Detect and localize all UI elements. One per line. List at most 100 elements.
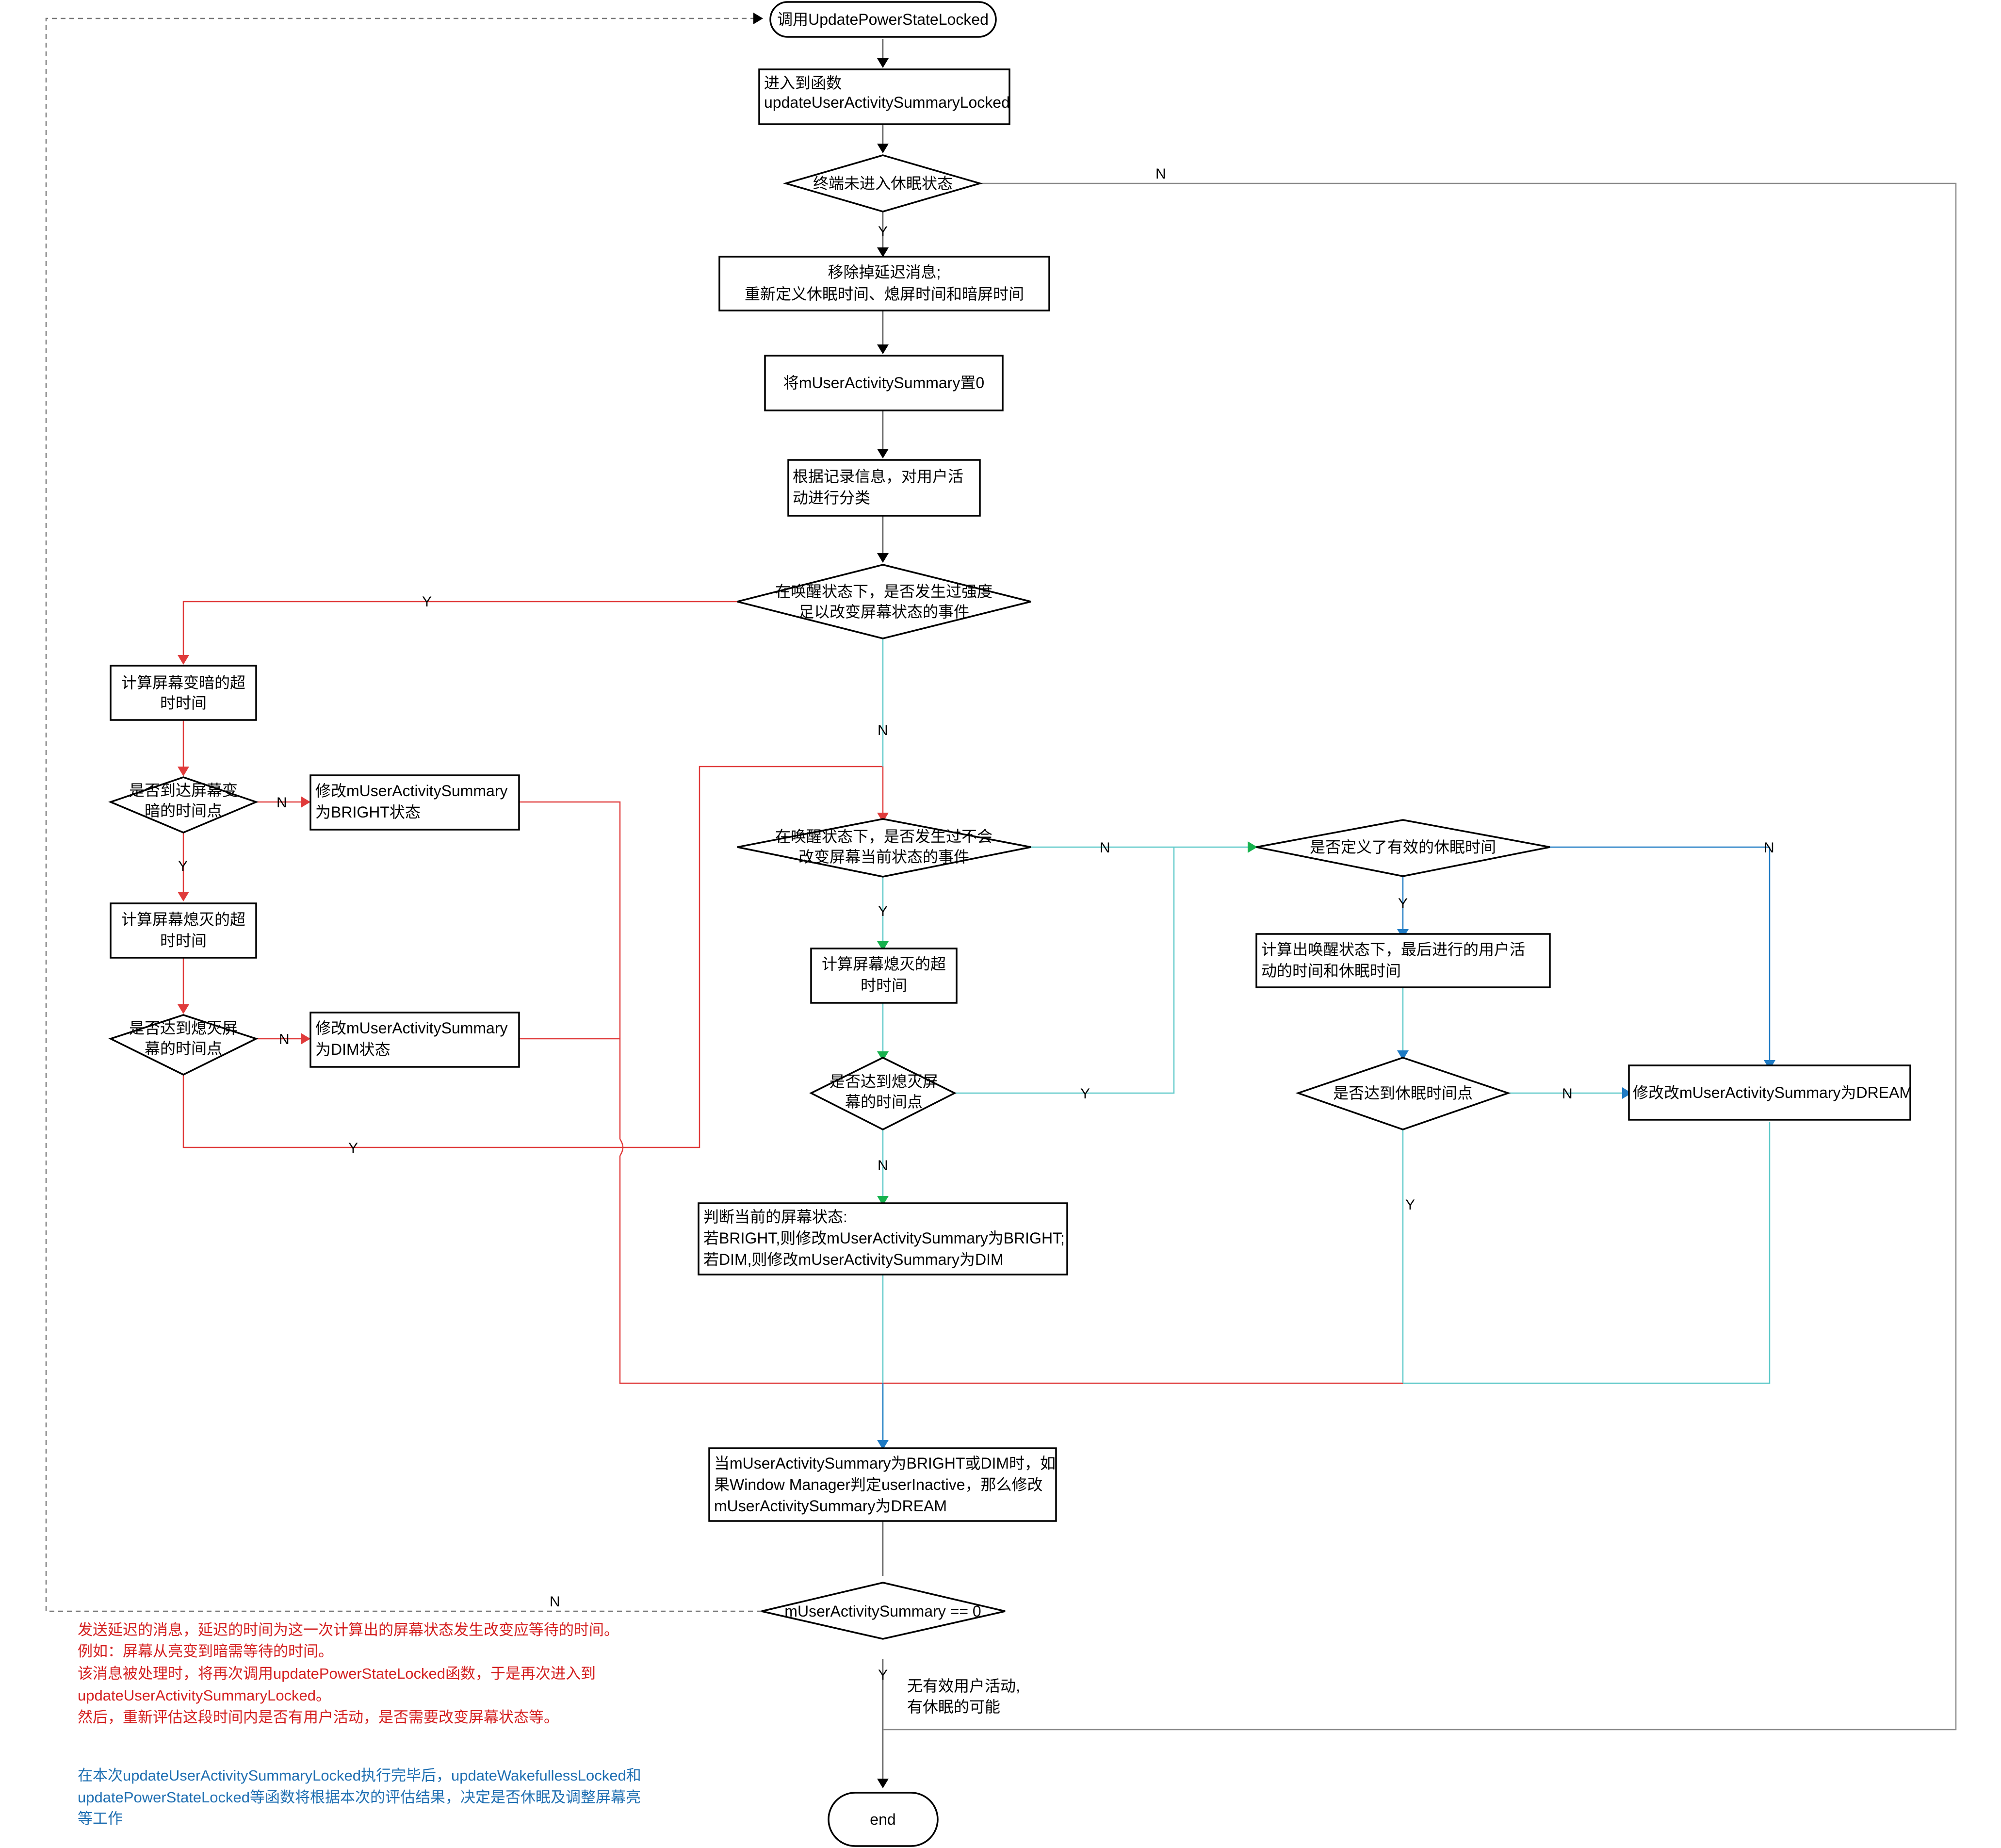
not-asleep-label: 终端未进入休眠状态 (813, 175, 953, 192)
calc-off-left-line-1: 计算屏幕熄灭的超 (121, 911, 245, 928)
blue-note-line-1: 在本次updateUserActivitySummaryLocked执行完毕后，… (78, 1767, 641, 1784)
reach-off-left-decision: 是否达到熄灭屏 幕的时间点 (108, 1014, 259, 1076)
wm-inactive-node: 当mUserActivitySummary为BRIGHT或DIM时，如 果Win… (708, 1447, 1057, 1522)
start-node-label: 调用UpdatePowerStateLocked (777, 11, 989, 28)
calc-last-activity-line-1: 计算出唤醒状态下，最后进行的用户活 (1261, 941, 1525, 958)
set-zero-node: 将mUserActivitySummary置0 (764, 355, 1004, 411)
blue-note-line-3: 等工作 (78, 1810, 123, 1827)
calc-last-activity-line-2: 动的时间和休眠时间 (1261, 962, 1401, 980)
red-note-line-2: 例如：屏幕从亮变到暗需等待的时间。 (78, 1643, 333, 1660)
calc-dim-timeout-node: 计算屏幕变暗的超 时时间 (110, 665, 257, 721)
calc-off-mid-line-2: 时时间 (861, 977, 907, 994)
reach-off-mid-decision: 是否达到熄灭屏 幕的时间点 (809, 1057, 957, 1130)
label-reach-off-left-y: Y (348, 1140, 358, 1156)
label-reach-dim-y: Y (178, 858, 188, 874)
set-dream-label: 修改改mUserActivitySummary为DREAM (1633, 1084, 1912, 1101)
blue-branch-lines (882, 846, 1771, 1445)
no-activity-note: 无有效用户活动, 有休眠的可能 (907, 1677, 1020, 1716)
set-dim-node: 修改mUserActivitySummary 为DIM状态 (309, 1012, 520, 1068)
end-node-label: end (870, 1811, 895, 1828)
red-note: 发送延迟的消息，延迟的时间为这一次计算出的屏幕状态发生改变应等待的时间。 例如：… (78, 1621, 619, 1726)
calc-off-timeout-mid-node: 计算屏幕熄灭的超 时时间 (810, 948, 958, 1004)
set-zero-label: 将mUserActivitySummary置0 (783, 374, 984, 392)
reach-off-left-line-2: 幕的时间点 (145, 1040, 222, 1057)
set-bright-line-2: 为BRIGHT状态 (315, 803, 421, 821)
calc-dim-line-1: 计算屏幕变暗的超 (121, 674, 245, 691)
weak-event-decision: 在唤醒状态下，是否发生过不会 改变屏幕当前状态的事件 (737, 818, 1031, 878)
no-activity-line-2: 有休眠的可能 (907, 1698, 1000, 1716)
reach-dim-decision: 是否到达屏幕变 暗的时间点 (108, 776, 259, 834)
classify-line-1: 根据记录信息，对用户活 (793, 468, 963, 485)
teal-branch-lines (882, 638, 1771, 1446)
judge-state-line-1: 判断当前的屏幕状态: (703, 1208, 847, 1226)
strong-event-line-1: 在唤醒状态下，是否发生过强度 (775, 583, 992, 600)
classify-line-2: 动进行分类 (793, 489, 870, 507)
valid-sleep-label: 是否定义了有效的休眠时间 (1310, 838, 1496, 856)
calc-off-left-line-2: 时时间 (160, 932, 207, 949)
judge-state-node: 判断当前的屏幕状态: 若BRIGHT,则修改mUserActivitySumma… (698, 1202, 1068, 1276)
reach-dim-line-2: 暗的时间点 (145, 802, 222, 819)
wm-inactive-line-3: mUserActivitySummary为DREAM (714, 1497, 947, 1515)
set-bright-node: 修改mUserActivitySummary 为BRIGHT状态 (309, 774, 520, 831)
valid-sleep-decision: 是否定义了有效的休眠时间 (1256, 819, 1550, 877)
blue-note-line-2: updatePowerStateLocked等函数将根据本次的评估结果，决定是否… (78, 1789, 641, 1806)
weak-event-line-1: 在唤醒状态下，是否发生过不会 (775, 828, 992, 845)
set-dream-node: 修改改mUserActivitySummary为DREAM (1628, 1064, 1912, 1121)
not-asleep-decision: 终端未进入休眠状态 (782, 154, 983, 213)
label-not-asleep-y: Y (878, 224, 888, 240)
red-note-line-1: 发送延迟的消息，延迟的时间为这一次计算出的屏幕状态发生改变应等待的时间。 (78, 1621, 619, 1638)
end-node: end (828, 1792, 939, 1847)
summary-zero-label: mUserActivitySummary == 0 (784, 1603, 981, 1620)
wm-inactive-line-2: 果Window Manager判定userInactive，那么修改 (714, 1476, 1043, 1493)
set-dim-line-1: 修改mUserActivitySummary (315, 1019, 507, 1037)
set-bright-line-1: 修改mUserActivitySummary (315, 782, 507, 800)
label-strong-n: N (878, 722, 888, 738)
summary-zero-decision: mUserActivitySummary == 0 (761, 1582, 1006, 1640)
red-note-line-5: 然后，重新评估这段时间内是否有用户活动，是否需要改变屏幕状态等。 (78, 1709, 559, 1726)
weak-event-line-2: 改变屏幕当前状态的事件 (798, 848, 969, 866)
arrowheads (178, 13, 1775, 1788)
wm-inactive-line-1: 当mUserActivitySummary为BRIGHT或DIM时，如 (714, 1455, 1056, 1472)
label-reach-sleep-n: N (1562, 1086, 1573, 1102)
red-note-line-3: 该消息被处理时，将再次调用updatePowerStateLocked函数，于是… (78, 1665, 596, 1682)
strong-event-line-2: 足以改变屏幕状态的事件 (798, 603, 969, 621)
blue-note: 在本次updateUserActivitySummaryLocked执行完毕后，… (78, 1767, 641, 1827)
label-summary-zero-n: N (550, 1594, 560, 1610)
remove-delay-line-2: 重新定义休眠时间、熄屏时间和暗屏时间 (745, 285, 1024, 303)
enter-function-line-2: updateUserActivitySummaryLocked (764, 94, 1010, 111)
judge-state-line-2: 若BRIGHT,则修改mUserActivitySummary为BRIGHT; (703, 1229, 1065, 1247)
reach-sleep-label: 是否达到休眠时间点 (1333, 1084, 1473, 1102)
enter-function-node: 进入到函数 updateUserActivitySummaryLocked (758, 68, 1010, 125)
calc-last-activity-node: 计算出唤醒状态下，最后进行的用户活 动的时间和休眠时间 (1255, 933, 1551, 988)
label-not-asleep-n: N (1155, 166, 1166, 182)
remove-delay-msg-node: 移除掉延迟消息; 重新定义休眠时间、熄屏时间和暗屏时间 (718, 256, 1050, 311)
reach-off-mid-line-2: 幕的时间点 (845, 1093, 923, 1111)
edge-not-asleep-no (883, 182, 1957, 1731)
edge-loopback-dashed (45, 17, 762, 1612)
label-valid-sleep-n: N (1764, 840, 1774, 856)
connectors (45, 17, 1957, 1783)
classify-activity-node: 根据记录信息，对用户活 动进行分类 (787, 459, 981, 517)
calc-off-timeout-left-node: 计算屏幕熄灭的超 时时间 (110, 902, 257, 959)
reach-off-mid-line-1: 是否达到熄灭屏 (830, 1073, 938, 1090)
reach-off-left-line-1: 是否达到熄灭屏 (129, 1019, 238, 1037)
label-reach-off-mid-n: N (878, 1158, 888, 1174)
calc-off-mid-line-1: 计算屏幕熄灭的超 (822, 955, 946, 973)
label-weak-n: N (1100, 840, 1110, 856)
reach-dim-line-1: 是否到达屏幕变 (129, 782, 238, 799)
label-strong-y: Y (422, 594, 432, 610)
calc-dim-line-2: 时时间 (160, 694, 207, 712)
reach-sleep-decision: 是否达到休眠时间点 (1295, 1057, 1511, 1130)
label-reach-sleep-y: Y (1405, 1197, 1415, 1213)
label-reach-dim-n: N (277, 795, 287, 811)
judge-state-line-3: 若DIM,则修改mUserActivitySummary为DIM (703, 1251, 1004, 1268)
label-valid-sleep-y: Y (1398, 896, 1408, 912)
label-reach-off-left-n: N (279, 1031, 290, 1047)
no-activity-line-1: 无有效用户活动, (907, 1677, 1020, 1695)
label-weak-y: Y (878, 903, 888, 919)
edge-labels: N Y Y N N Y N Y N Y Y N N Y N Y N Y (178, 166, 1774, 1683)
label-reach-off-mid-y: Y (1080, 1086, 1090, 1102)
red-note-line-4: updateUserActivitySummaryLocked。 (78, 1687, 331, 1704)
set-dim-line-2: 为DIM状态 (315, 1041, 390, 1058)
enter-function-line-1: 进入到函数 (764, 74, 842, 92)
